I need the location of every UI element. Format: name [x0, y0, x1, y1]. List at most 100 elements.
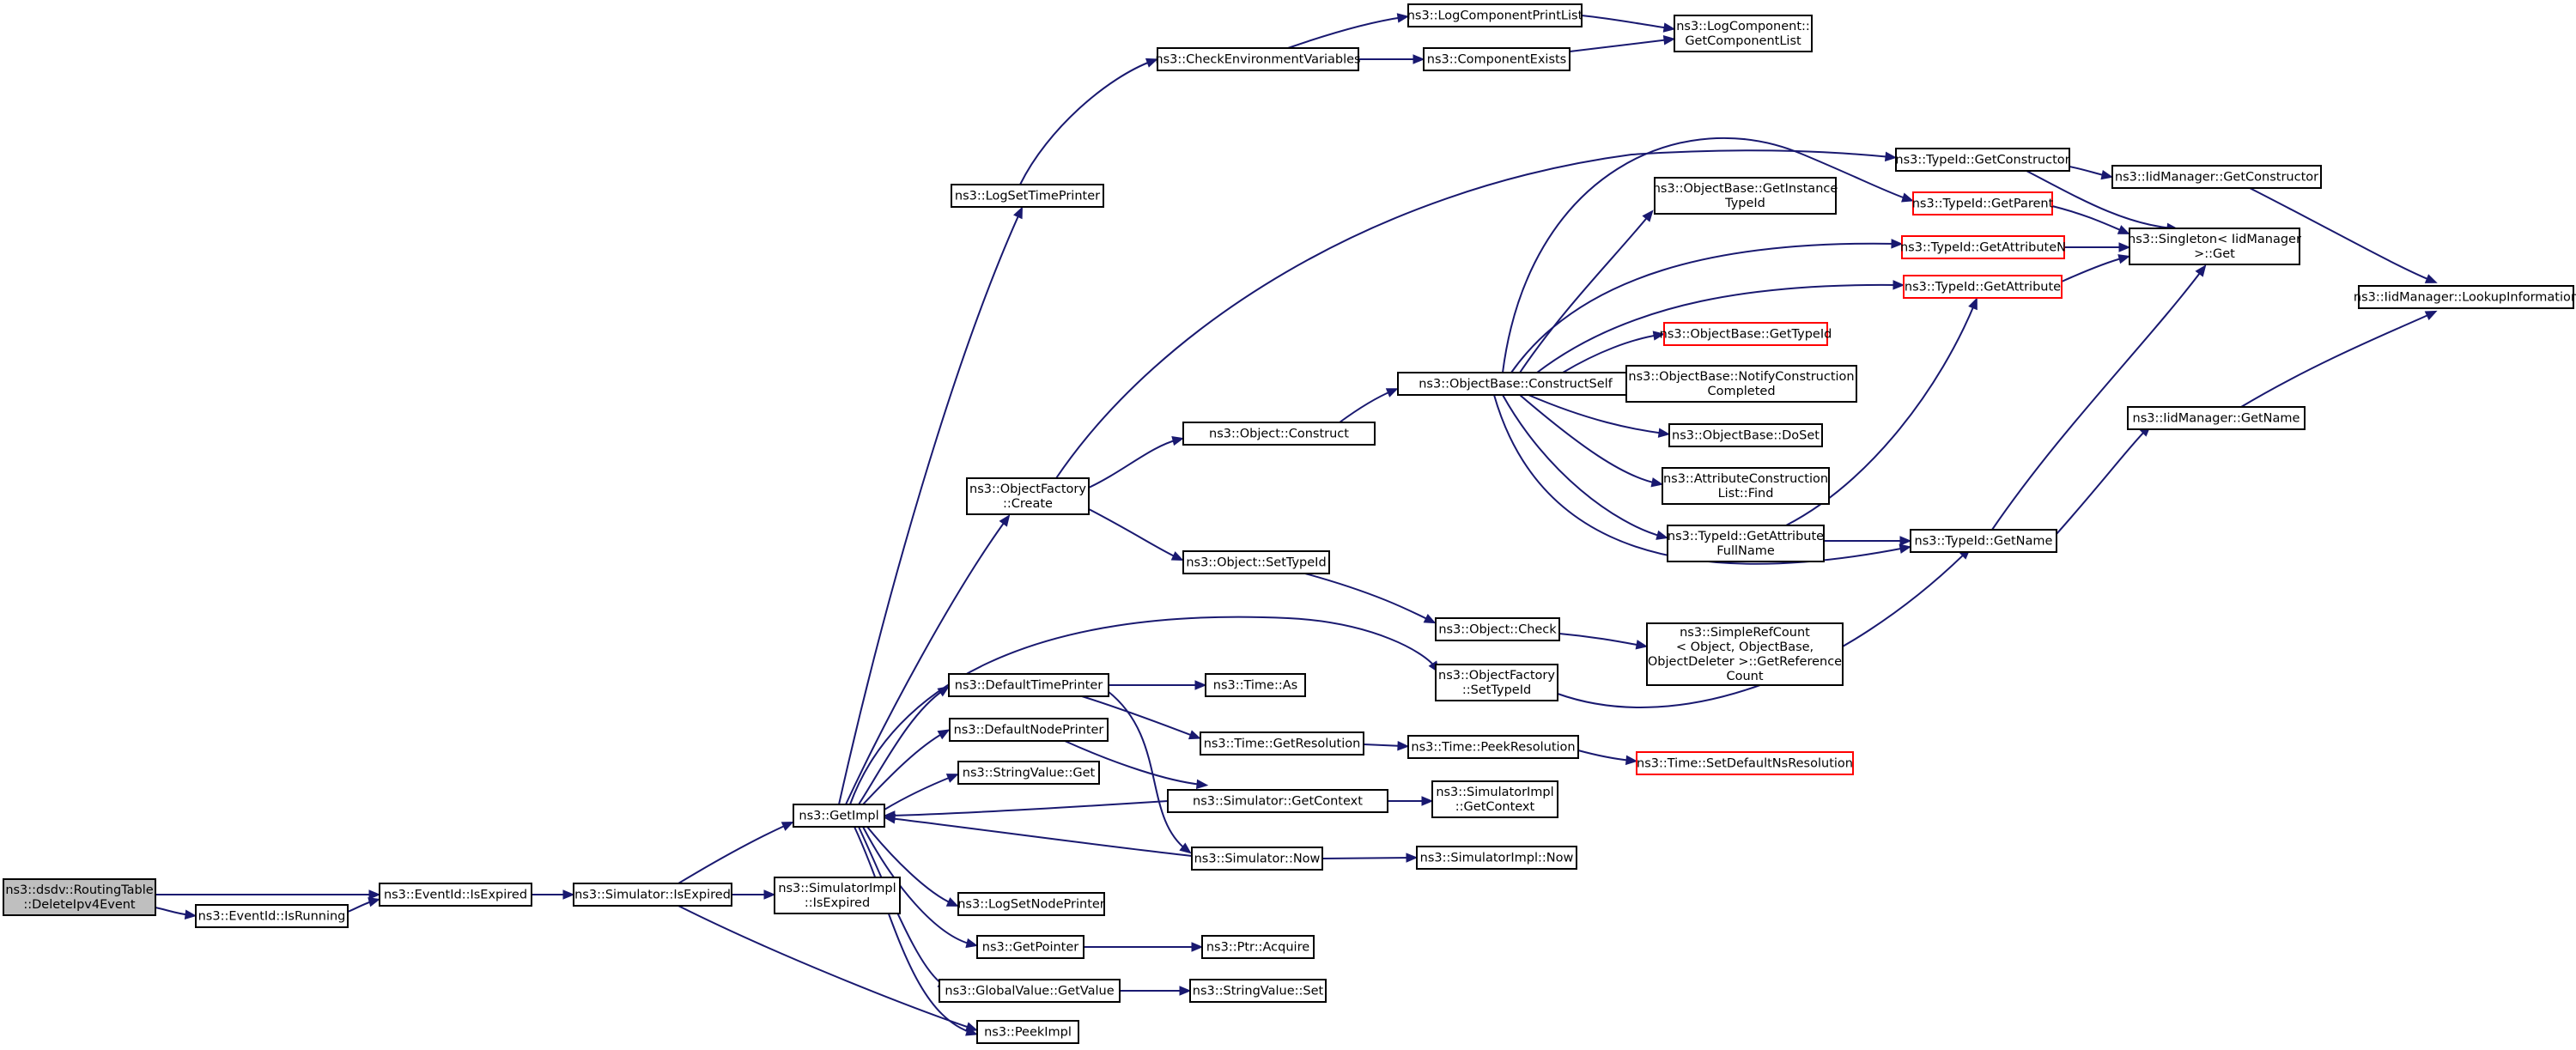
edge-getImpl-to-defaultNodePrinter: [862, 729, 951, 805]
node-tidGetParent[interactable]: ns3::TypeId::GetParent: [1912, 191, 2054, 215]
node-objConstruct[interactable]: ns3::Object::Construct: [1182, 422, 1376, 446]
node-box: [3, 878, 156, 916]
node-objFactoryCreate[interactable]: ns3::ObjectFactory::Create: [966, 477, 1090, 515]
node-iidGetName[interactable]: ns3::IidManager::GetName: [2127, 406, 2306, 430]
node-box: [1636, 751, 1854, 775]
node-root[interactable]: ns3::dsdv::RoutingTable::DeleteIpv4Event: [3, 878, 156, 916]
node-timeSetDefaultNs[interactable]: ns3::Time::SetDefaultNsResolution: [1636, 751, 1854, 775]
edge-line: [677, 823, 789, 884]
edge-line: [849, 616, 1437, 805]
node-tidGetAttributeN[interactable]: ns3::TypeId::GetAttributeN: [1900, 235, 2066, 259]
node-label: FullName: [1716, 544, 1775, 558]
node-box: [1431, 780, 1558, 818]
node-label: ::Create: [1003, 497, 1053, 511]
node-globalValueGetValue[interactable]: ns3::GlobalValue::GetValue: [939, 979, 1121, 1003]
node-timeGetResolution[interactable]: ns3::Time::GetResolution: [1200, 731, 1364, 756]
node-logCompGetList[interactable]: ns3::LogComponent::GetComponentList: [1674, 15, 1813, 52]
node-logCompPrintList[interactable]: ns3::LogComponentPrintList: [1407, 3, 1583, 27]
node-box: [1182, 550, 1330, 574]
edge-arrowhead: [1013, 206, 1024, 220]
edge-line: [2026, 170, 2173, 229]
node-label: ns3::dsdv::RoutingTable: [5, 883, 153, 897]
node-simpleRefCount[interactable]: ns3::SimpleRefCount< Object, ObjectBase,…: [1646, 622, 1844, 686]
node-doSet[interactable]: ns3::ObjectBase::DoSet: [1668, 423, 1823, 447]
node-simImplGetContext[interactable]: ns3::SimulatorImpl::GetContext: [1431, 780, 1558, 818]
node-logSetTimePrinter[interactable]: ns3::LogSetTimePrinter: [951, 184, 1104, 208]
node-stringValueGet[interactable]: ns3::StringValue::Get: [957, 761, 1100, 785]
node-tidGetName[interactable]: ns3::TypeId::GetName: [1910, 529, 2057, 553]
edge-line: [1081, 695, 1196, 737]
node-label: ns3::GlobalValue::GetValue: [945, 985, 1114, 998]
node-box: [1625, 365, 1857, 403]
node-ptrAcquire[interactable]: ns3::Ptr::Acquire: [1201, 935, 1315, 959]
edge-objFactoryCreate-to-objConstruct: [1088, 435, 1185, 489]
node-getPointer[interactable]: ns3::GetPointer: [976, 935, 1084, 959]
node-getImpl[interactable]: ns3::GetImpl: [793, 804, 885, 828]
edge-arrowhead: [2117, 225, 2130, 234]
node-label: < Object, ObjectBase,: [1676, 640, 1814, 654]
edge-arrowhead: [763, 889, 776, 900]
node-simNow[interactable]: ns3::Simulator::Now: [1191, 847, 1323, 871]
node-simImplNow[interactable]: ns3::SimulatorImpl::Now: [1416, 846, 1577, 870]
node-notifyConstruction[interactable]: ns3::ObjectBase::NotifyConstructionCompl…: [1625, 365, 1857, 403]
node-singletonGet[interactable]: ns3::Singleton< IidManager>::Get: [2128, 228, 2301, 265]
node-box: [1903, 275, 2063, 299]
edge-root-to-evExpired: [155, 889, 381, 900]
node-evRunning[interactable]: ns3::EventId::IsRunning: [195, 904, 349, 928]
node-label: List::Find: [1718, 487, 1774, 501]
node-defaultTimePrinter[interactable]: ns3::DefaultTimePrinter: [948, 673, 1109, 697]
node-simGetContext[interactable]: ns3::Simulator::GetContext: [1167, 789, 1388, 813]
edge-arrowhead: [1899, 543, 1912, 554]
edge-simGetContext-to-simImplGetContext: [1388, 796, 1434, 806]
node-label: Completed: [1707, 385, 1775, 398]
edge-constructSelf-to-getInstanceTypeId: [1519, 209, 1654, 373]
edge-line: [838, 211, 1021, 805]
node-simIsExpired[interactable]: ns3::Simulator::IsExpired: [573, 883, 732, 907]
node-logSetNodePrinter[interactable]: ns3::LogSetNodePrinter: [957, 892, 1105, 916]
edge-line: [1785, 302, 1976, 526]
node-obGetTypeId[interactable]: ns3::ObjectBase::GetTypeId: [1660, 322, 1832, 346]
node-box: [1157, 47, 1359, 71]
node-defaultNodePrinter[interactable]: ns3::DefaultNodePrinter: [949, 718, 1109, 742]
node-box: [1407, 3, 1583, 27]
node-label: ns3::ObjectFactory: [969, 483, 1086, 496]
node-label: ns3::StringValue::Get: [963, 767, 1096, 780]
edge-timePeekResolution-to-timeSetDefaultNs: [1577, 750, 1638, 766]
edge-arrowhead: [1652, 331, 1666, 341]
edge-arrowhead: [883, 814, 896, 824]
edge-arrowhead: [1662, 35, 1676, 46]
node-box: [1201, 935, 1315, 959]
node-evExpired[interactable]: ns3::EventId::IsExpired: [379, 883, 532, 907]
node-simImplIsExpired[interactable]: ns3::SimulatorImpl::IsExpired: [774, 877, 901, 914]
node-tidGetConstructor[interactable]: ns3::TypeId::GetConstructor: [1895, 148, 2070, 172]
node-box: [976, 1020, 1079, 1044]
node-label: ns3::IidManager::LookupInformation: [2354, 291, 2576, 305]
node-label: ::GetContext: [1455, 800, 1535, 814]
edge-arrowhead: [945, 897, 959, 907]
edge-arrowhead: [1635, 640, 1649, 650]
node-peekImpl[interactable]: ns3::PeekImpl: [976, 1020, 1079, 1044]
node-stringValueSet[interactable]: ns3::StringValue::Set: [1189, 979, 1327, 1003]
node-box: [939, 979, 1121, 1003]
node-objSetTypeId[interactable]: ns3::Object::SetTypeId: [1182, 550, 1330, 574]
node-timeAs[interactable]: ns3::Time::As: [1205, 673, 1306, 697]
edge-getImpl-to-logSetNodePrinter: [866, 826, 959, 907]
edge-defaultTimePrinter-to-timeGetResolution: [1081, 695, 1201, 740]
node-label: ns3::StringValue::Set: [1193, 985, 1324, 998]
node-constructSelf[interactable]: ns3::ObjectBase::ConstructSelf: [1397, 372, 1634, 396]
node-label: ns3::PeekImpl: [984, 1026, 1072, 1040]
node-tidGetAttribute[interactable]: ns3::TypeId::GetAttribute: [1903, 275, 2063, 299]
node-timePeekResolution[interactable]: ns3::Time::PeekResolution: [1407, 735, 1579, 759]
node-objFactorySetTypeId[interactable]: ns3::ObjectFactory::SetTypeId: [1435, 664, 1558, 701]
node-box: [1901, 235, 2065, 259]
edge-arrowhead: [2100, 170, 2114, 180]
node-compExists[interactable]: ns3::ComponentExists: [1423, 47, 1571, 71]
node-iidLookupInfo[interactable]: ns3::IidManager::LookupInformation: [2354, 285, 2576, 309]
node-checkEnv[interactable]: ns3::CheckEnvironmentVariables: [1155, 47, 1361, 71]
edge-line: [2056, 428, 2148, 535]
node-objCheck[interactable]: ns3::Object::Check: [1435, 617, 1560, 641]
node-iidGetConstructor[interactable]: ns3::IidManager::GetConstructor: [2111, 165, 2322, 189]
